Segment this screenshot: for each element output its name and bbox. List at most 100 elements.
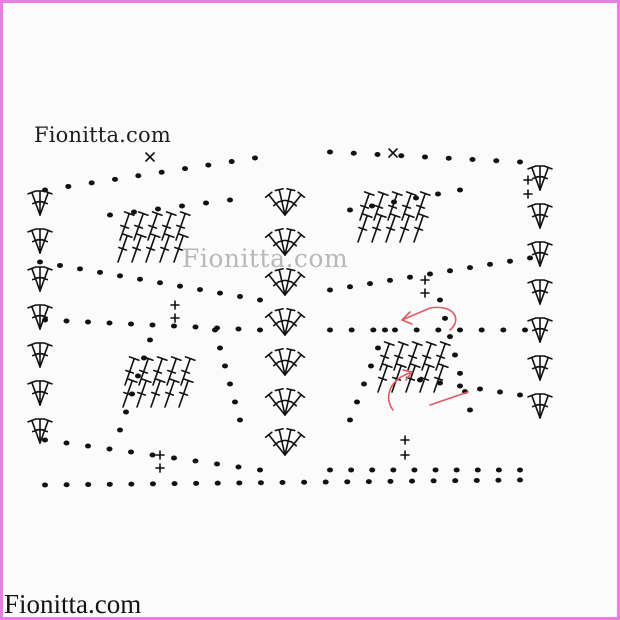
chain-stitch <box>413 195 419 201</box>
lower-right-block <box>421 341 437 371</box>
chain-stitch <box>197 287 203 293</box>
chain-stitch <box>507 258 513 264</box>
upper-left-block <box>133 211 149 241</box>
upper-left-block <box>147 211 163 241</box>
chain-stitch <box>354 399 360 405</box>
center-fan <box>264 307 306 336</box>
chain-stitch <box>430 478 437 484</box>
chain-stitch <box>350 150 357 156</box>
chain-stitch <box>77 266 83 272</box>
chain-stitch <box>327 149 333 155</box>
upper-right-block <box>401 191 417 221</box>
left-edge-fan <box>27 342 53 368</box>
lower-right-block <box>419 363 435 393</box>
right-edge-fan <box>527 241 553 267</box>
direction-arrow <box>429 391 469 406</box>
chain-stitch <box>257 297 263 303</box>
chain-stitch <box>407 274 413 280</box>
chain-stitch <box>135 173 142 179</box>
chain-stitch <box>42 437 48 443</box>
chain-stitch <box>327 327 333 333</box>
chain-stitch <box>137 276 143 282</box>
chain-stitch <box>171 455 177 461</box>
single-crochet <box>170 313 180 323</box>
upper-right-block <box>387 191 403 221</box>
center-fan <box>264 227 306 256</box>
right-edge-fan <box>527 355 553 381</box>
chain-stitch <box>128 449 134 455</box>
center-fan <box>264 187 306 216</box>
chain-stitch <box>217 345 223 351</box>
chain-stitch <box>179 203 185 209</box>
slip-stitch <box>388 148 398 158</box>
chain-stitch <box>432 467 439 473</box>
left-edge-fan <box>27 190 53 216</box>
chain-stitch <box>447 268 453 274</box>
chain-stitch <box>348 467 355 473</box>
chain-stitch <box>214 480 221 486</box>
single-crochet <box>400 435 410 445</box>
chain-stitch <box>147 337 153 343</box>
chain-stitch <box>237 294 243 300</box>
chain-stitch <box>192 324 199 330</box>
chain-stitch <box>205 162 212 168</box>
chain-stitch <box>65 183 72 189</box>
chain-stitch <box>445 155 452 161</box>
upper-left-block <box>159 233 175 263</box>
chain-stitch <box>447 334 453 340</box>
chain-stitch <box>435 327 442 333</box>
chain-stitch <box>236 480 243 486</box>
chain-stitch <box>131 209 137 215</box>
upper-right-block <box>385 213 401 243</box>
stitch-symbols <box>27 148 553 473</box>
lower-left-block <box>150 378 166 408</box>
chain-stitch <box>171 481 178 487</box>
chain-stitch <box>368 363 374 369</box>
chain-stitch <box>409 478 416 484</box>
lower-right-block <box>407 341 423 371</box>
chain-stitch <box>452 478 459 484</box>
lower-left-block <box>124 356 140 386</box>
upper-right-block <box>357 213 373 243</box>
center-fan <box>264 387 306 416</box>
chain-stitch <box>217 290 223 296</box>
chain-stitch <box>477 386 483 392</box>
chain-stitch <box>257 327 263 333</box>
chain-stitch <box>107 212 113 218</box>
chain-stitch <box>149 452 156 458</box>
arrow-head <box>402 369 413 381</box>
upper-right-block <box>371 213 387 243</box>
chain-stitch <box>42 482 48 488</box>
direction-arrows <box>387 306 469 411</box>
chain-stitch <box>123 409 129 415</box>
chain-stitch <box>437 297 443 303</box>
chain-stitch <box>478 327 485 333</box>
upper-right-block <box>413 213 429 243</box>
chain-stitch <box>85 482 92 488</box>
chain-stitch <box>157 280 163 286</box>
chain-stitch <box>495 477 502 483</box>
chain-stitch <box>469 157 476 162</box>
chain-stitch <box>85 319 91 325</box>
slip-stitch <box>145 152 155 162</box>
chain-stitch <box>467 265 473 271</box>
chain-stitch <box>392 327 398 333</box>
single-crochet <box>170 300 180 310</box>
chain-stitch <box>237 417 243 423</box>
upper-left-block <box>161 211 177 241</box>
chain-stitch <box>88 180 95 186</box>
chain-stitch <box>382 327 388 333</box>
brand-label-bottom: Fionitta.com <box>4 589 142 619</box>
lower-left-block <box>166 356 182 386</box>
chain-stitch <box>212 327 218 333</box>
chain-stitch <box>57 262 63 268</box>
chain-stitch <box>347 284 353 290</box>
upper-right-block <box>399 213 415 243</box>
chain-stitch <box>37 259 43 265</box>
chain-stitch <box>467 407 473 413</box>
chain-stitch <box>135 373 141 379</box>
upper-left-block <box>175 211 191 241</box>
chain-stitch <box>232 399 238 405</box>
chain-stitch <box>171 323 177 329</box>
chain-stitch <box>301 479 308 485</box>
